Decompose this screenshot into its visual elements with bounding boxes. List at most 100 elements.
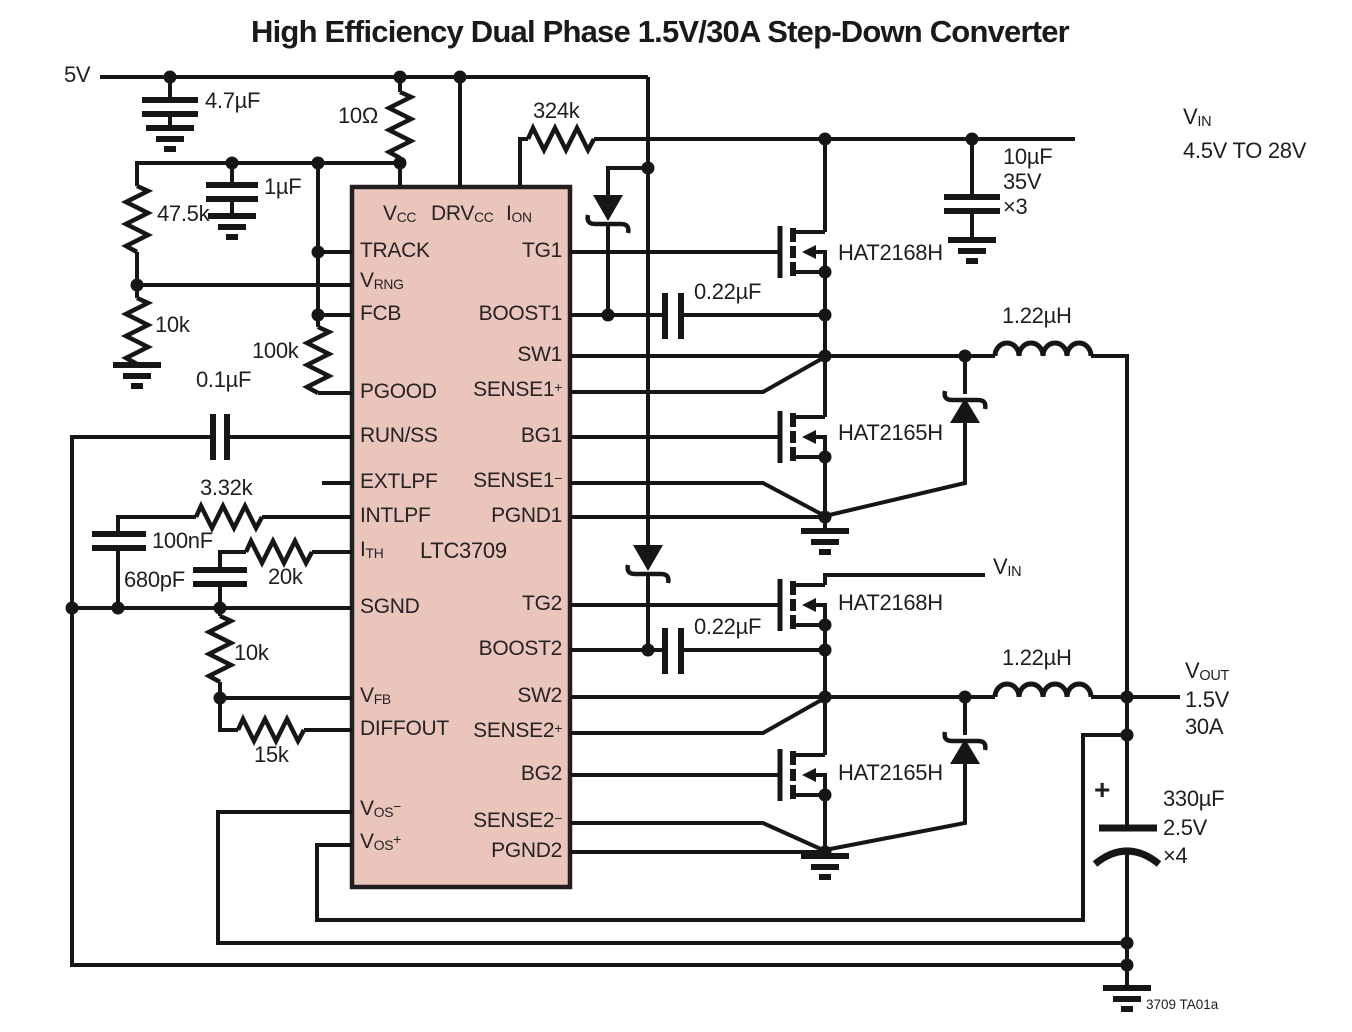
label-r-intlpf: 3.32k xyxy=(200,475,253,500)
ic-part-number: LTC3709 xyxy=(420,538,507,563)
ic-body xyxy=(349,184,573,890)
ic-pin-bg1: BG1 xyxy=(520,424,562,447)
label-q-top2: HAT2168H xyxy=(838,590,943,615)
ic-pin-vos-plus: VOS+ xyxy=(360,830,401,853)
mosfet-top1 xyxy=(780,226,825,278)
ground-4-7uf xyxy=(146,128,194,149)
label-l2: 1.22µH xyxy=(1002,645,1072,670)
ic-pin-track: TRACK xyxy=(360,239,430,262)
ic-pin-sense2-minus: SENSE2− xyxy=(473,809,562,832)
ic-pin-pgnd1: PGND1 xyxy=(491,504,562,527)
label-r-fb-top: 10k xyxy=(234,640,269,665)
label-5v-rail: 5V xyxy=(64,62,91,87)
label-vin-range: 4.5V TO 28V xyxy=(1183,138,1307,163)
label-c-run: 0.1µF xyxy=(196,367,252,392)
capacitor-1uf xyxy=(206,182,258,202)
label-r-fb-bottom: 15k xyxy=(254,742,289,767)
ic-pin-tg1: TG1 xyxy=(522,239,562,262)
capacitor-100nf xyxy=(92,531,146,551)
label-r-ith: 20k xyxy=(268,564,303,589)
label-l1: 1.22µH xyxy=(1002,303,1072,328)
label-r-track-bottom: 10k xyxy=(155,312,190,337)
label-r-pgood: 100k xyxy=(252,338,299,363)
inductor-phase1 xyxy=(995,343,1091,356)
mosfet-top2 xyxy=(780,579,825,631)
ic-pin-boost2: BOOST2 xyxy=(478,637,563,660)
capacitor-4-7uf xyxy=(142,97,198,117)
ic-pin-runss: RUN/SS xyxy=(360,424,438,447)
label-r-ion: 324k xyxy=(533,98,580,123)
label-c-in-value: 10µF xyxy=(1003,144,1053,169)
ic-pin-vrng: VRNG xyxy=(360,269,404,292)
ic-pin-vfb: VFB xyxy=(360,684,391,707)
label-c-intlpf: 100nF xyxy=(152,528,213,553)
ic-pin-vcc: VCC xyxy=(383,202,417,225)
label-vout: VOUT xyxy=(1185,658,1230,685)
label-vin: VIN xyxy=(1183,104,1212,131)
ic-pin-tg2: TG2 xyxy=(522,592,562,615)
resistor-47-5k xyxy=(126,186,148,252)
label-c-in-voltage: 35V xyxy=(1003,169,1042,194)
label-vout-current: 30A xyxy=(1185,714,1224,739)
mosfet-bottom2 xyxy=(780,749,825,801)
ic-pin-vos-minus: VOS− xyxy=(360,797,401,820)
wires xyxy=(70,75,1180,988)
diode-boost1 xyxy=(588,190,629,233)
capacitor-boost2 xyxy=(662,628,684,674)
ground-divider xyxy=(113,365,161,386)
label-r-vcc: 10Ω xyxy=(338,103,379,128)
ic-pin-sense1-minus: SENSE1− xyxy=(473,469,562,492)
label-c-5v: 4.7µF xyxy=(205,88,261,113)
resistor-15k xyxy=(238,719,304,741)
ic-pin-sw2: SW2 xyxy=(517,684,562,707)
capacitors xyxy=(92,97,1000,674)
ground-output xyxy=(1103,988,1151,1009)
inductors xyxy=(995,343,1091,697)
ic-pin-drvcc: DRVCC xyxy=(431,202,494,225)
capacitor-10uf xyxy=(944,194,1000,214)
ic-pin-extlpf: EXTLPF xyxy=(360,470,438,493)
ic-pin-sense2-plus: SENSE2+ xyxy=(473,719,562,742)
label-r-track-top: 47.5k xyxy=(157,201,210,226)
label-q-top1: HAT2168H xyxy=(838,240,943,265)
schematic-title: High Efficiency Dual Phase 1.5V/30A Step… xyxy=(251,14,1070,49)
label-c-in-count: ×3 xyxy=(1003,194,1028,219)
label-c-out-count: ×4 xyxy=(1163,843,1188,868)
mosfet-bottom1 xyxy=(780,411,825,463)
resistor-10ohm xyxy=(389,92,411,158)
label-c-out-polarity: + xyxy=(1094,774,1111,805)
ic-pin-intlpf: INTLPF xyxy=(360,504,431,527)
resistor-100k-pgood xyxy=(307,327,329,393)
resistor-10k-vrng xyxy=(126,298,148,364)
resistor-324k xyxy=(528,128,594,150)
diode-catch2 xyxy=(945,729,986,769)
capacitor-0-1uf xyxy=(210,414,230,460)
label-c-ith: 680pF xyxy=(124,567,185,592)
capacitor-680pf xyxy=(193,567,247,587)
label-c-boost2: 0.22µF xyxy=(694,614,762,639)
label-vout-voltage: 1.5V xyxy=(1185,687,1230,712)
ic-pin-pgood: PGOOD xyxy=(360,380,437,403)
diode-boost2 xyxy=(628,540,669,583)
ic-pin-fcb: FCB xyxy=(360,302,402,325)
label-q-bottom1: HAT2165H xyxy=(838,420,943,445)
inductor-phase2 xyxy=(995,684,1091,697)
resistor-10k-fb xyxy=(209,616,231,682)
label-q-bottom2: HAT2165H xyxy=(838,760,943,785)
ic-pin-bg2: BG2 xyxy=(520,762,562,785)
ground-1uf xyxy=(208,216,256,237)
label-c-vcc: 1µF xyxy=(264,174,302,199)
ic-pin-ion: ION xyxy=(506,202,532,225)
ground-pgnd2 xyxy=(801,856,849,877)
label-c-out-voltage: 2.5V xyxy=(1163,815,1208,840)
ground-10uf xyxy=(948,240,996,261)
diode-catch1 xyxy=(945,388,986,428)
ic-pin-ith: ITH xyxy=(360,538,384,561)
ic-pin-sgnd: SGND xyxy=(360,595,420,618)
ic-pin-sense1-plus: SENSE1+ xyxy=(473,378,562,401)
ic-pin-diffout: DIFFOUT xyxy=(360,717,449,740)
resistor-3-32k xyxy=(196,506,262,528)
ic-pin-boost1: BOOST1 xyxy=(478,302,563,325)
